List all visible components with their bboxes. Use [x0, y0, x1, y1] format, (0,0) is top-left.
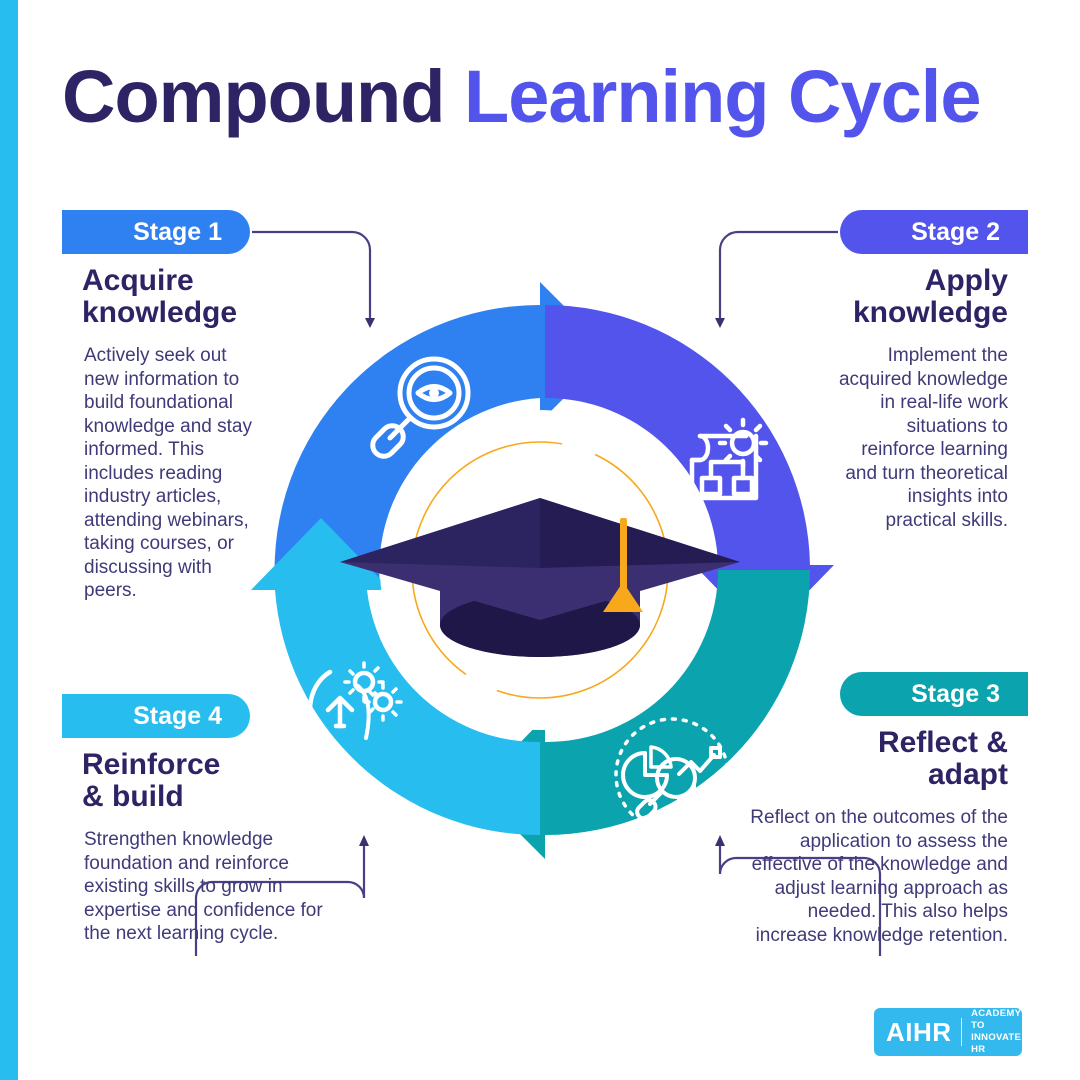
stage-badge-3[interactable]: Stage 3 — [840, 672, 1028, 716]
graduation-cap-icon — [340, 498, 740, 657]
center-disc — [380, 410, 700, 730]
left-accent-bar — [0, 0, 18, 1080]
logo-divider — [960, 1018, 963, 1046]
stage-body-2: Implement the acquired knowledge in real… — [838, 345, 1008, 531]
stage-body-1: Actively seek out new information to bui… — [84, 345, 252, 602]
aihr-tagline-line2: INNOVATE HR — [971, 1032, 1022, 1055]
aihr-tagline-line1: ACADEMY TO — [971, 1008, 1022, 1032]
page-title-part1: Compound — [62, 55, 465, 138]
connector-stage4-arrowhead — [359, 835, 369, 846]
aihr-logo[interactable]: AIHR ACADEMY TO INNOVATE HR — [874, 1008, 1022, 1056]
stage-body-4: Strengthen knowledge foundation and rein… — [84, 829, 323, 945]
stage-badge-2[interactable]: Stage 2 — [840, 210, 1028, 254]
stage-heading-3: Reflect & adapt — [877, 726, 1008, 792]
stage-badge-1[interactable]: Stage 1 — [62, 210, 250, 254]
analytics-chart-icon — [614, 717, 730, 833]
page-title-part2: Learning Cycle — [464, 55, 982, 138]
aihr-logo-wordmark: AIHR — [886, 1016, 952, 1047]
stage-heading-2: Apply knowledge — [852, 264, 1008, 330]
stage-badge-4[interactable]: Stage 4 — [62, 694, 250, 738]
connector-stage3-arrowhead — [715, 835, 725, 846]
magnifier-eye-icon — [370, 356, 471, 459]
orange-accent-ring — [411, 441, 669, 699]
blueprint-gear-icon — [689, 417, 769, 501]
ring-arrow-stage2 — [545, 305, 834, 637]
aihr-logo-tagline: ACADEMY TO INNOVATE HR — [971, 1008, 1022, 1056]
stage-heading-4: Reinforce & build — [82, 748, 221, 814]
page-title: Compound Learning Cycle — [62, 60, 982, 134]
stage-body-3: Reflect on the outcomes of the applicati… — [750, 807, 1008, 946]
connector-stage2-arrowhead — [715, 318, 725, 328]
connector-stage1-arrowhead — [365, 318, 375, 328]
stage-heading-1: Acquire knowledge — [82, 264, 238, 330]
